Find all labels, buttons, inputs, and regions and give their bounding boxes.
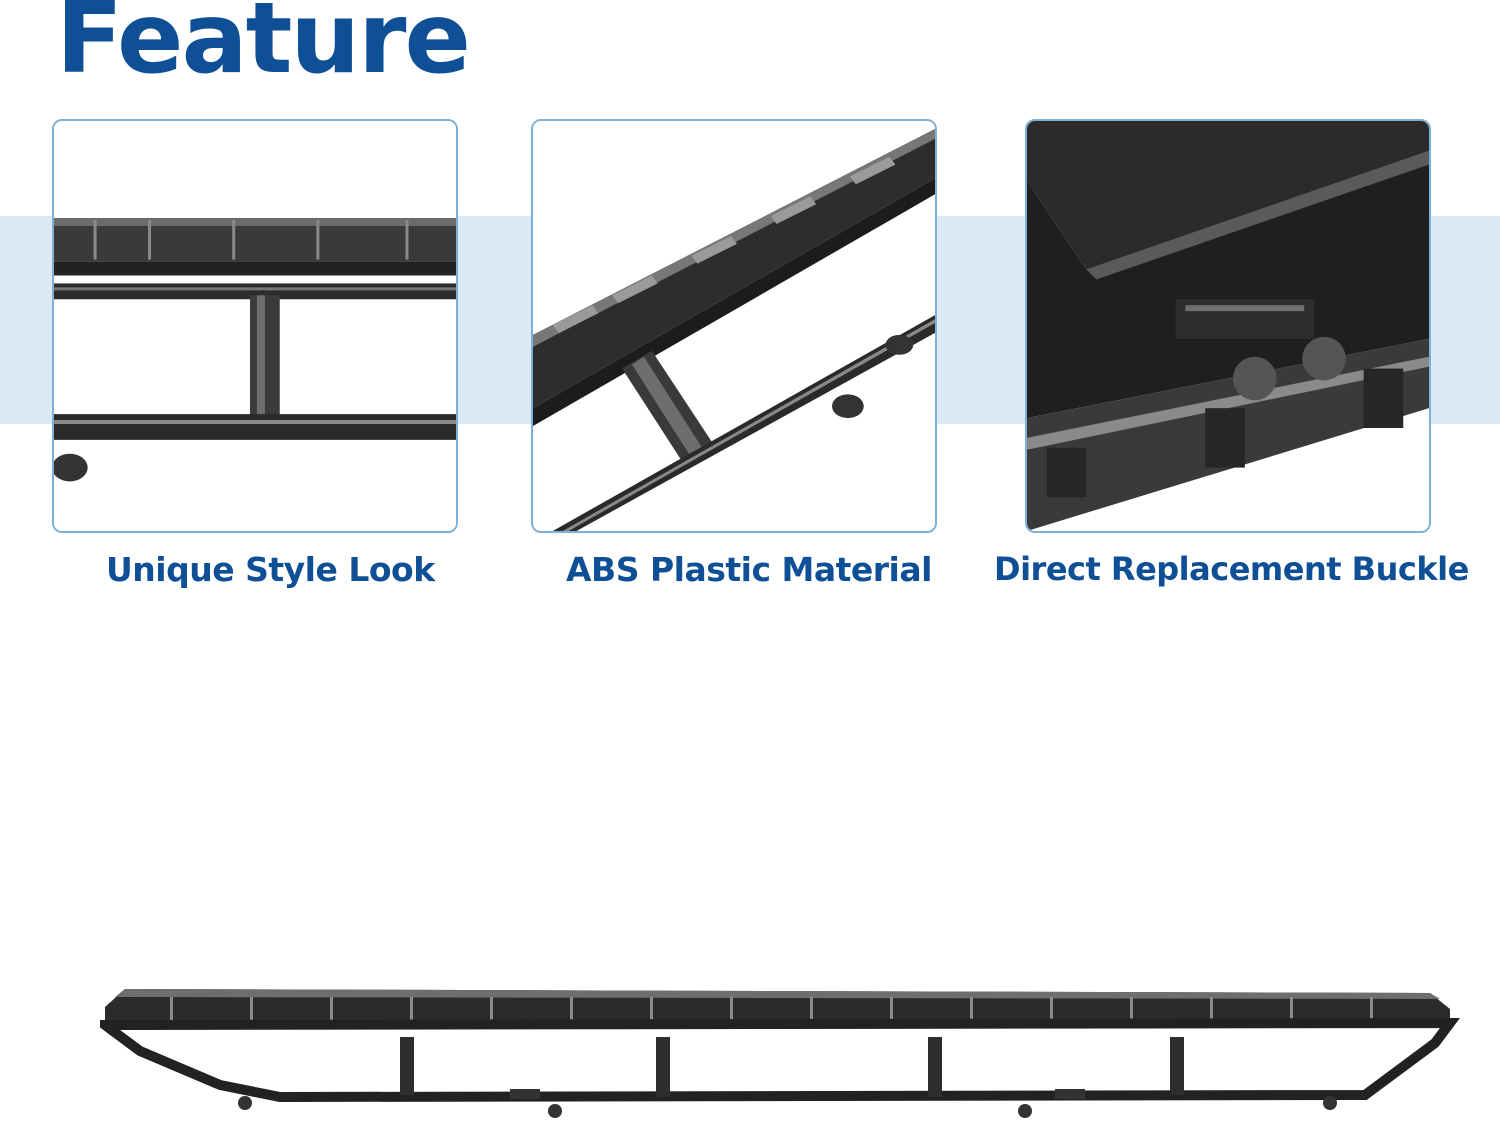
feature-caption-style: Unique Style Look [106,550,435,589]
feature-image-style [52,119,458,533]
grille-closeup-frame-image [54,121,456,531]
page-title: Feature [56,0,471,96]
grille-angled-closeup-image [533,121,935,531]
feature-image-buckle [1025,119,1431,533]
grille-buckle-closeup-image [1027,121,1429,531]
feature-image-material [531,119,937,533]
feature-caption-buckle: Direct Replacement Buckle [994,550,1469,588]
full-grille-product-image [100,989,1461,1118]
feature-caption-material: ABS Plastic Material [566,550,932,589]
